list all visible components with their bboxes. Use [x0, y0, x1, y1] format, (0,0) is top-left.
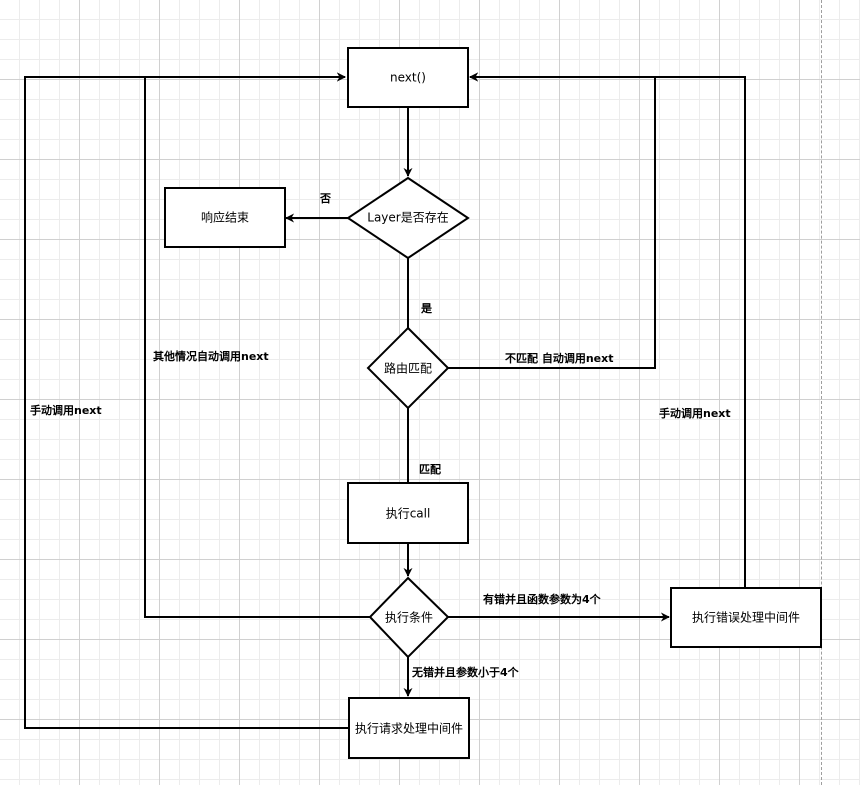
- edge-label-has-err: 有错并且函数参数为4个: [483, 592, 602, 606]
- node-call: [347, 482, 469, 544]
- node-next-label: next(): [390, 71, 426, 85]
- node-end: [164, 187, 286, 248]
- edge-label-yes: 是: [420, 302, 433, 315]
- edge-route-nomatch: [448, 72, 656, 369]
- edge-cond-other: [144, 72, 370, 618]
- node-layer-label: Layer是否存在: [367, 211, 448, 225]
- page-boundary: [821, 0, 822, 785]
- node-end-label: 响应结束: [201, 210, 249, 225]
- edge-err-manual: [469, 72, 746, 588]
- node-req: [348, 697, 470, 759]
- edge-label-nomatch: 不匹配 自动调用next: [505, 351, 613, 365]
- node-err: [670, 587, 822, 648]
- edge-label-no: 否: [319, 192, 331, 205]
- node-err-label: 执行错误处理中间件: [692, 610, 800, 625]
- node-route: [366, 326, 450, 410]
- node-layer: [346, 176, 470, 260]
- edge-label-manual-left: 手动调用next: [30, 403, 102, 417]
- node-route-label: 路由匹配: [384, 361, 432, 376]
- edge-label-match: 匹配: [419, 462, 441, 476]
- node-call-label: 执行call: [386, 507, 431, 521]
- edge-label-manual-right: 手动调用next: [659, 406, 731, 420]
- edge-label-other: 其他情况自动调用next: [153, 349, 269, 363]
- node-cond: [368, 576, 450, 659]
- node-next: [347, 47, 469, 108]
- node-req-label: 执行请求处理中间件: [355, 721, 463, 736]
- node-cond-label: 执行条件: [385, 611, 433, 625]
- edge-label-no-err: 无错并且参数小于4个: [411, 665, 520, 679]
- edge-req-manual: [24, 72, 349, 729]
